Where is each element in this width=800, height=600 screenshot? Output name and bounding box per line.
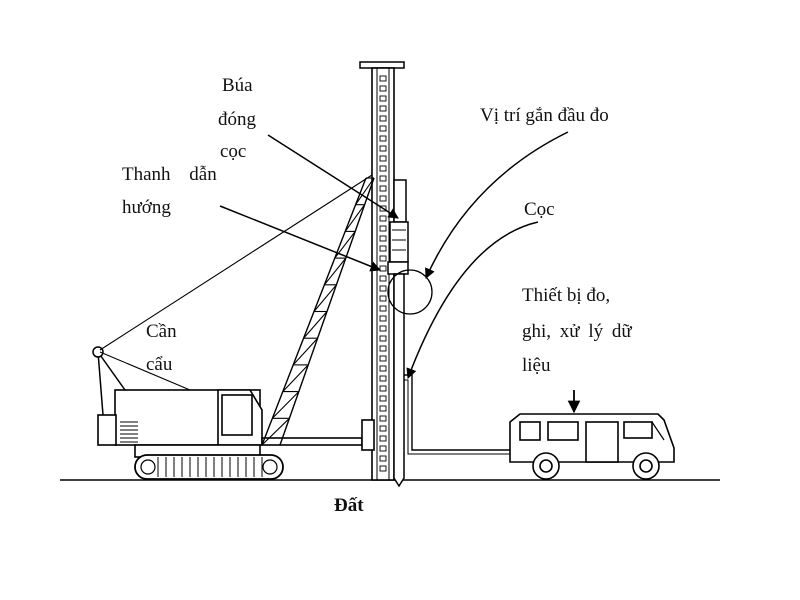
pile-hammer [387, 179, 409, 275]
measurement-cable [404, 374, 510, 451]
mast-hole [379, 155, 387, 162]
mast-hole [379, 115, 387, 122]
guide-label-line1: Thanh dẫn [122, 164, 217, 185]
mast-hole [379, 345, 387, 352]
mast-hole [379, 275, 387, 282]
device-label-line2: ghi, xử lý dữ [522, 321, 632, 342]
leader-mast [359, 61, 405, 481]
pile-callout-arrow [406, 221, 539, 379]
mast-hole [379, 165, 387, 172]
crane-label-line1: Cần [146, 321, 177, 342]
measurement-cable-inner [404, 379, 510, 455]
measurement-van [509, 413, 675, 480]
boom-lattice-strut [344, 204, 366, 232]
hammer-callout-arrow [267, 134, 399, 219]
mast-hole [379, 305, 387, 312]
boom-lattice-strut [355, 177, 375, 206]
mast-hole [379, 375, 387, 382]
mast-hole [379, 255, 387, 262]
mast-hole [379, 445, 387, 452]
boom-lattice-strut [272, 391, 300, 419]
boom-lattice-strut [261, 417, 290, 446]
boom-lattice-strut [334, 231, 356, 259]
boom-lattice-strut [303, 311, 328, 339]
crane-vent-grille [120, 421, 138, 443]
mast-hole [379, 245, 387, 252]
mast-hole [379, 455, 387, 462]
mast-hole [379, 395, 387, 402]
mast-hole [379, 405, 387, 412]
mast-hole [379, 355, 387, 362]
crane-label-line2: cẩu [146, 354, 173, 375]
boom-lattice-strut [313, 284, 337, 312]
mast-hole [379, 325, 387, 332]
hammer-label-line1: Búa [222, 75, 253, 96]
crane-boom [261, 177, 375, 446]
device-label-line3: liệu [522, 355, 551, 376]
mast-hole [379, 75, 387, 82]
mast-hole [379, 85, 387, 92]
ground-label: Đất [334, 495, 364, 516]
pile [393, 273, 405, 488]
mast-hole [379, 335, 387, 342]
mast-hole [379, 235, 387, 242]
crane-callout-arrow [205, 178, 372, 380]
mast-hole [379, 195, 387, 202]
mast-hole [379, 465, 387, 472]
mast-hole [379, 215, 387, 222]
mast-hole [379, 385, 387, 392]
mast-hole [379, 415, 387, 422]
device-label-line1: Thiết bị đo, [522, 285, 611, 306]
mast-hole [379, 95, 387, 102]
mast-hole [379, 435, 387, 442]
sensor-callout-arrow [425, 131, 569, 279]
hammer-label-line2: đóng [218, 109, 256, 130]
crane-track [134, 454, 284, 480]
mast-hole [379, 425, 387, 432]
hoist-rope [99, 174, 373, 351]
sensor-position-label: Vị trí gắn đầu đo [480, 105, 609, 126]
mast-hole [379, 185, 387, 192]
mast-hole [379, 315, 387, 322]
mast-hole [379, 285, 387, 292]
boom-lattice-strut [282, 364, 309, 392]
mast-hole [379, 145, 387, 152]
sensor-position-marker [387, 269, 433, 315]
pile-label: Cọc [524, 199, 555, 220]
mast-hole [379, 295, 387, 302]
mast-hole [379, 175, 387, 182]
mast-hole [379, 135, 387, 142]
guide-callout-arrow [219, 205, 381, 272]
mast-hole [379, 365, 387, 372]
mast-hole [379, 225, 387, 232]
mast-hole [379, 265, 387, 272]
boom-lattice-strut [323, 257, 347, 286]
guide-label-line2: hướng [122, 197, 171, 218]
mast-hole [379, 105, 387, 112]
hammer-label-line3: cọc [220, 141, 247, 162]
hoist-rope-lower [99, 351, 191, 391]
boom-lattice-strut [292, 337, 319, 366]
crane-body [97, 389, 375, 458]
mast-hole [379, 125, 387, 132]
